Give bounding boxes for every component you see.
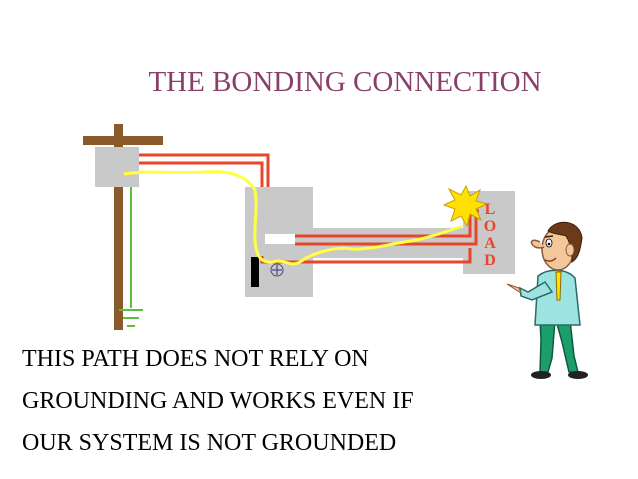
load-label-letter: D [484, 252, 496, 269]
caption-line: GROUNDING AND WORKS EVEN IF [22, 388, 414, 414]
caption-line: OUR SYSTEM IS NOT GROUNDED [22, 430, 397, 456]
main-breaker [265, 234, 295, 244]
slide-title: THE BONDING CONNECTION [148, 66, 542, 98]
utility-pole [114, 124, 123, 330]
bonding-fault-path [123, 170, 463, 266]
earth-ground-symbol [119, 309, 143, 327]
load-label-letter: O [484, 218, 496, 235]
load-label-letter: A [484, 235, 496, 252]
neutral-bar [251, 257, 259, 287]
caption-line: THIS PATH DOES NOT RELY ON [22, 346, 369, 372]
transformer [95, 147, 139, 187]
pointing-man-icon [506, 221, 588, 379]
load-label-letter: L [485, 201, 496, 218]
spark-icon [442, 184, 489, 228]
